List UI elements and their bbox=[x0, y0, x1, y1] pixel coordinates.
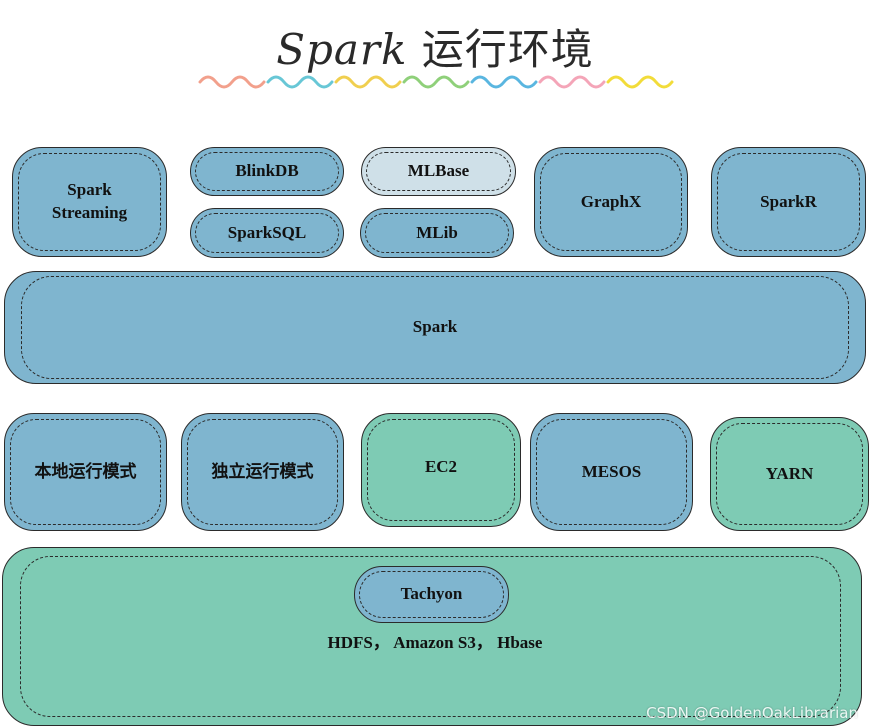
local-mode-label: 本地运行模式 bbox=[34, 461, 137, 482]
sparkr-label: SparkR bbox=[760, 191, 817, 211]
ec2-label: EC2 bbox=[424, 456, 458, 476]
blinkdb-box: BlinkDB bbox=[190, 147, 344, 196]
filesystems-label: HDFS， Amazon S3， Hbase bbox=[327, 633, 543, 652]
spark-core-label: Spark bbox=[412, 317, 458, 337]
ec2-box: EC2 bbox=[361, 413, 521, 527]
yarn-box: YARN bbox=[710, 417, 869, 531]
blinkdb-label: BlinkDB bbox=[235, 161, 299, 181]
diagram-title: Spark 运行环境 bbox=[0, 16, 870, 77]
mesos-label: MESOS bbox=[581, 461, 642, 481]
ornament-divider bbox=[198, 75, 674, 89]
sparkr-box: SparkR bbox=[711, 147, 866, 257]
graphx-box: GraphX bbox=[534, 147, 688, 257]
mlbase-label: MLBase bbox=[407, 161, 470, 181]
spark-core-box: Spark bbox=[4, 271, 866, 384]
tachyon-box: Tachyon bbox=[354, 566, 509, 623]
mlib-box: MLib bbox=[360, 208, 514, 258]
spark-streaming-box: Spark Streaming bbox=[12, 147, 167, 257]
yarn-label: YARN bbox=[765, 463, 814, 483]
spark-streaming-label: Spark Streaming bbox=[51, 180, 128, 222]
mesos-box: MESOS bbox=[530, 413, 693, 531]
tachyon-label: Tachyon bbox=[400, 584, 463, 604]
mlbase-box: MLBase bbox=[361, 147, 516, 196]
title-chinese: 运行环境 bbox=[421, 25, 594, 74]
mlib-label: MLib bbox=[416, 222, 458, 242]
standalone-mode-label: 独立运行模式 bbox=[211, 461, 314, 482]
standalone-mode-box: 独立运行模式 bbox=[181, 413, 344, 531]
csdn-watermark: CSDN @GoldenOakLibrarian bbox=[646, 704, 858, 722]
sparksql-box: SparkSQL bbox=[190, 208, 344, 258]
sparksql-label: SparkSQL bbox=[227, 222, 307, 242]
graphx-label: GraphX bbox=[580, 191, 642, 211]
title-english: Spark bbox=[276, 25, 408, 74]
local-mode-box: 本地运行模式 bbox=[4, 413, 167, 531]
